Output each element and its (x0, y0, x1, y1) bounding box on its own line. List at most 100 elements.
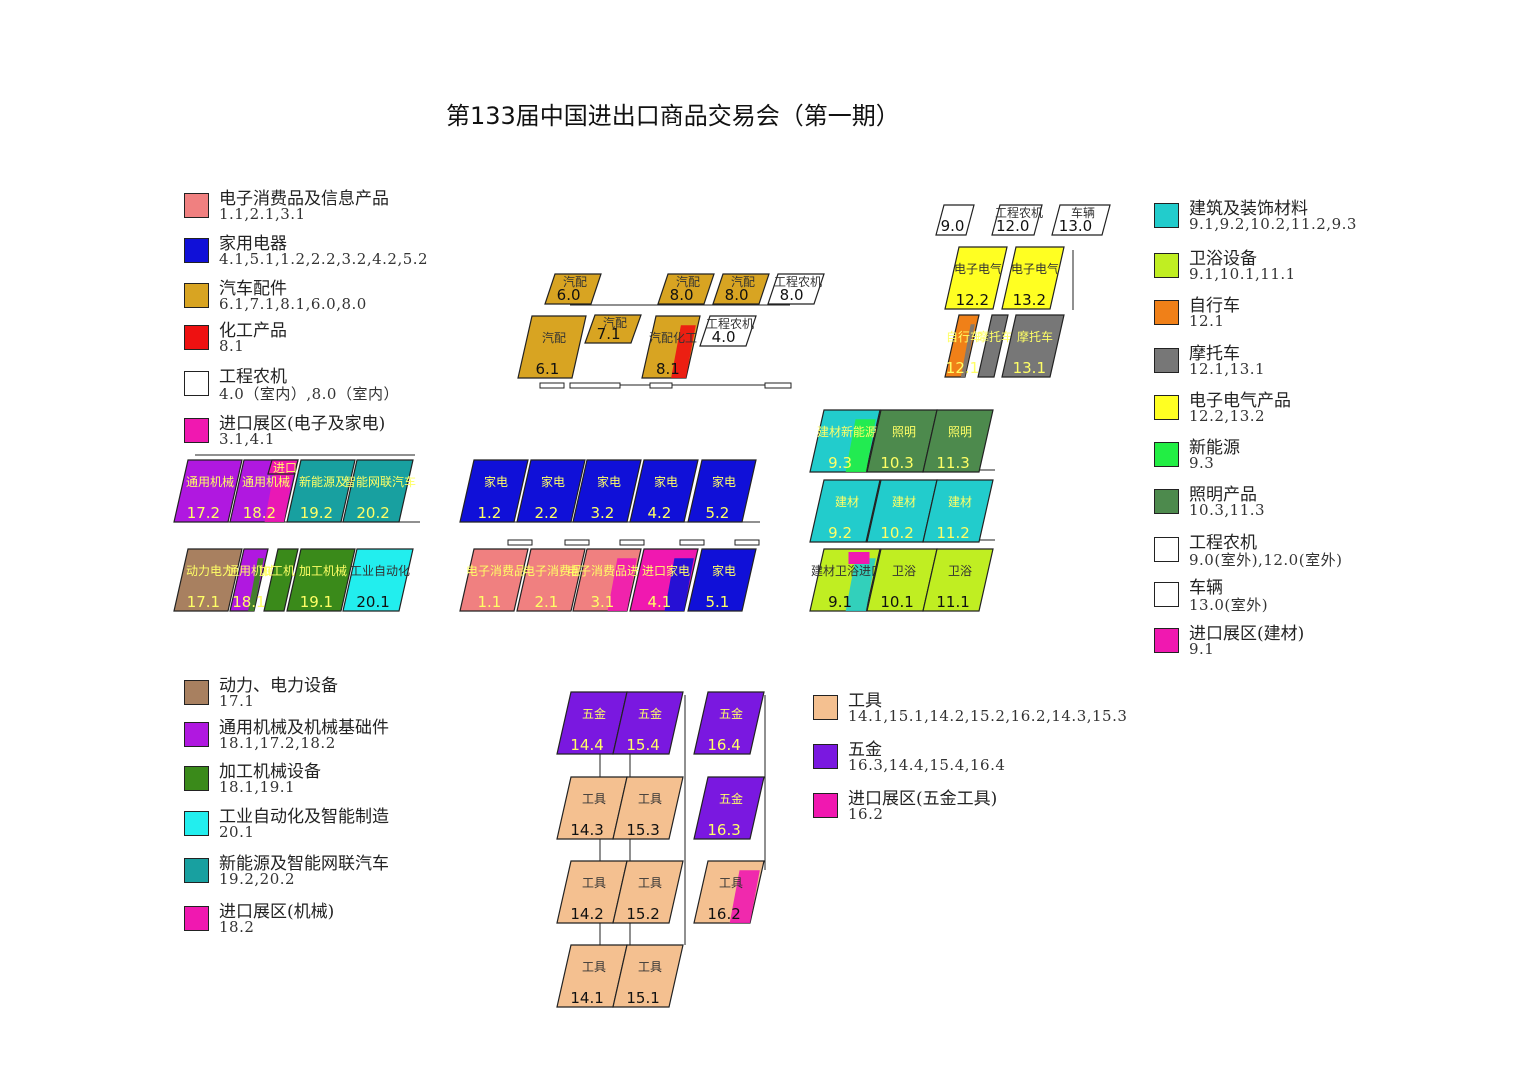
hall-3.2[interactable]: 家电3.2 (572, 459, 642, 523)
legend-swatch (184, 283, 209, 308)
hall-number: 5.1 (705, 593, 729, 611)
hall-shape (342, 459, 414, 523)
legend-name: 进口展区(五金工具) (848, 789, 998, 809)
hall-number: 14.3 (570, 821, 603, 839)
hall-number: 8.0 (670, 286, 694, 304)
hall-2.2[interactable]: 家电2.2 (516, 459, 586, 523)
hall-label: 进口家电 (642, 563, 690, 578)
legend-codes: 8.1 (219, 337, 245, 355)
hall-shape (612, 776, 684, 840)
hall-label: 工程农机 (706, 316, 754, 331)
hall-number: 9.0 (941, 217, 965, 235)
legend-swatch (813, 793, 838, 818)
hall-number: 17.1 (187, 593, 220, 611)
hall-shape (922, 479, 994, 543)
legend-swatch (1154, 203, 1179, 228)
legend-codes: 3.1,4.1 (219, 430, 275, 448)
walkway-bar (569, 382, 621, 389)
hall-label: 加工机械 (299, 563, 347, 578)
hall-label: 电子消费品 (523, 564, 583, 578)
hall-shape (687, 459, 757, 523)
hall-1.2[interactable]: 家电1.2 (459, 459, 529, 523)
hall-7.1[interactable]: 汽配7.1 (584, 314, 642, 344)
hall-5.1[interactable]: 家电5.1 (687, 548, 757, 612)
hall-8.0[interactable]: 汽配8.0 (712, 273, 770, 305)
legend-swatch (184, 418, 209, 443)
legend-swatch (184, 722, 209, 747)
legend-swatch (1154, 395, 1179, 420)
hall-block-14[interactable]: 摩托车 (977, 314, 1013, 378)
hall-6.0[interactable]: 汽配6.0 (544, 273, 602, 305)
walkway-bar (734, 539, 760, 546)
hall-shape (922, 409, 994, 473)
legend-codes: 12.1 (1189, 312, 1225, 330)
hall-shape (712, 273, 770, 305)
hall-5.2[interactable]: 家电5.2 (687, 459, 757, 523)
hall-block-18[interactable]: 进口 (267, 459, 299, 475)
hall-label: 家电 (484, 474, 508, 489)
hall-shape (584, 314, 642, 344)
hall-6.1[interactable]: 汽配6.1 (517, 315, 587, 379)
hall-8.0[interactable]: 汽配8.0 (657, 273, 715, 305)
page-title: 第133届中国进出口商品交易会（第一期） (446, 102, 900, 130)
hall-label: 建材 (948, 495, 972, 509)
hall-number: 11.1 (936, 593, 969, 611)
legend-name: 电子电气产品 (1189, 391, 1291, 411)
hall-9.2[interactable]: 建材9.2 (809, 479, 881, 543)
hall-number: 13.1 (1013, 359, 1046, 377)
hall-label: 新能源及 (299, 474, 347, 489)
hall-label: 工具 (638, 792, 662, 806)
hall-4.2[interactable]: 家电4.2 (629, 459, 699, 523)
legend-name: 进口展区(建材) (1189, 624, 1305, 644)
hall-number: 10.2 (880, 524, 913, 542)
hall-label: 五金 (582, 706, 606, 721)
hall-label: 照明 (892, 425, 916, 439)
hall-shape (572, 459, 642, 523)
legend-name: 照明产品 (1189, 485, 1257, 505)
hall-label: 家电 (712, 474, 736, 489)
hall-9.0[interactable]: 9.0 (935, 204, 975, 236)
hall-accent-zone (848, 552, 870, 564)
legend-name: 工具 (848, 691, 882, 711)
